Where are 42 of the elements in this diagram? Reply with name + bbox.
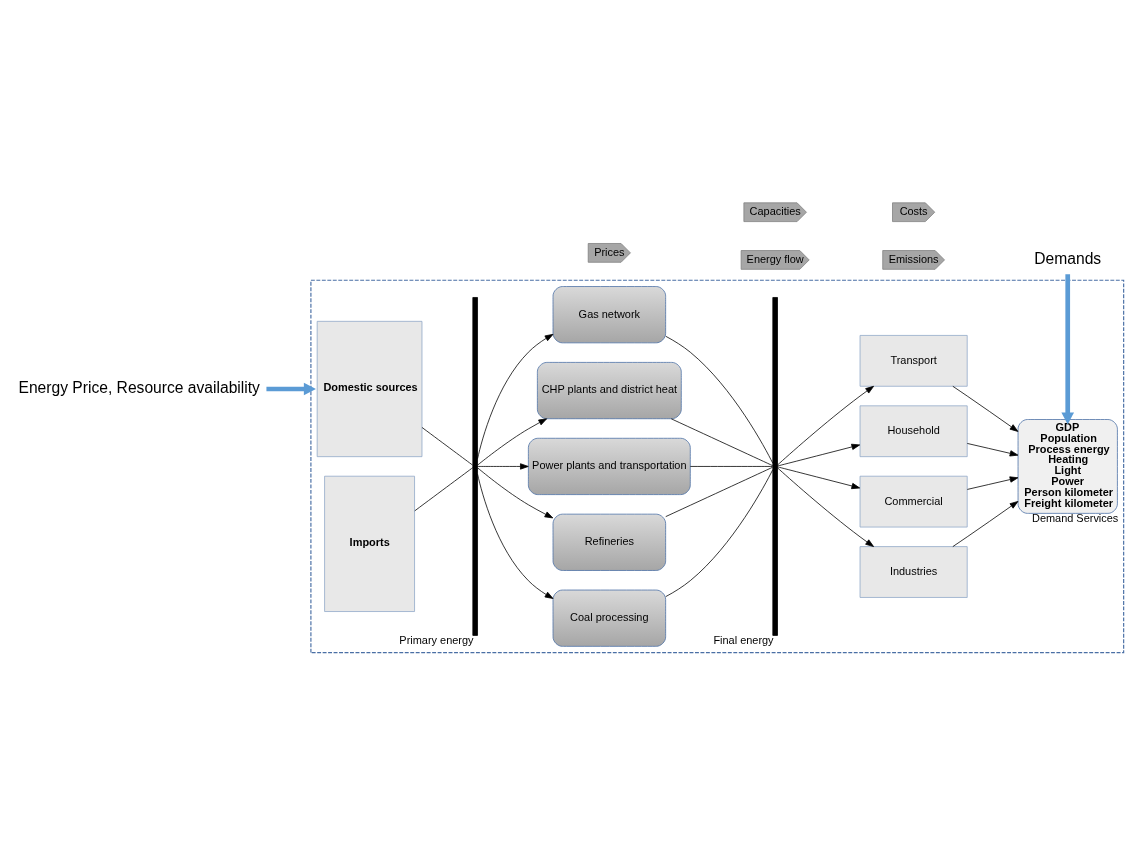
- arrow: [966, 443, 1019, 457]
- node-box: Commercial: [859, 475, 968, 528]
- arrow: [777, 466, 861, 490]
- arrow: [966, 476, 1019, 490]
- node-box: Power plants and transportation: [528, 437, 691, 495]
- cluster: [310, 279, 1125, 654]
- connector: [689, 466, 773, 467]
- node-label: Demand Services: [1031, 512, 1119, 525]
- node-box: CHP plants and district heat: [536, 362, 682, 420]
- node-label: Final energy: [713, 634, 774, 647]
- connector: [665, 469, 774, 597]
- arrow: [477, 418, 548, 466]
- node-box: Household: [859, 405, 968, 458]
- connector: [665, 335, 774, 464]
- connector: [670, 418, 774, 467]
- node-box: GDP Population Process energy Heating Light Power Person kilometer Freight kilometer: [1017, 419, 1118, 514]
- arrow: [477, 473, 554, 599]
- connector: [665, 466, 773, 517]
- node-bar: [772, 297, 778, 636]
- node-box: Industries: [859, 546, 968, 598]
- node-box: Transport: [859, 335, 968, 387]
- arrow: [952, 385, 1019, 432]
- node-box: Refineries: [552, 513, 667, 571]
- node-box: Gas network: [552, 286, 667, 344]
- node-box: Domestic sources: [316, 320, 423, 458]
- arrow: [1061, 274, 1075, 425]
- arrow: [777, 443, 861, 467]
- node-bar: [472, 297, 478, 636]
- connector: [414, 467, 474, 512]
- arrow: [266, 382, 316, 396]
- node-label: Primary energy: [399, 634, 474, 647]
- arrow: [477, 467, 554, 519]
- node-box: Imports: [324, 475, 415, 612]
- node-box: Coal processing: [552, 589, 667, 647]
- node-text: Demands: [1034, 249, 1102, 267]
- connector: [421, 427, 473, 466]
- arrow: [952, 501, 1019, 547]
- arrow: [777, 385, 874, 466]
- node-text: Energy Price, Resource availability: [18, 378, 260, 396]
- arrow: [477, 463, 529, 470]
- arrow: [477, 333, 554, 460]
- arrow: [777, 467, 874, 547]
